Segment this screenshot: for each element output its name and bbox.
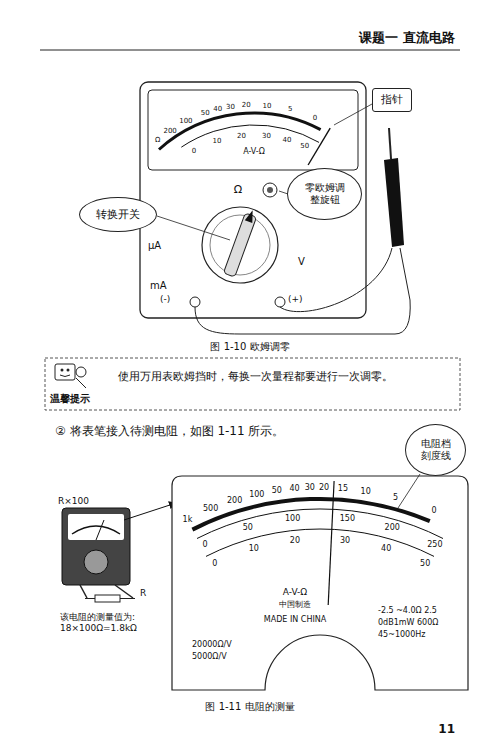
label-text: R×100 [58, 496, 89, 507]
label-text: 5000Ω/V [192, 652, 227, 662]
label-text: 0 [212, 559, 217, 569]
label-text: 50 [201, 109, 210, 117]
callout-text: 指针 [381, 93, 403, 107]
scale-panel [172, 474, 468, 690]
label-text: 中国制造 [279, 600, 311, 610]
label-text: 10 [263, 101, 272, 109]
label-text: 5 [393, 493, 398, 503]
label-text: 30 [226, 103, 235, 111]
label-text: 10 [212, 137, 221, 145]
label-text: 0 [432, 506, 437, 516]
label-text: 20 [290, 537, 300, 547]
label-text: 40 [283, 135, 292, 143]
label-text: 30 [305, 483, 315, 493]
multimeter-figure [140, 82, 410, 334]
callout-text: 转换开关 [96, 208, 140, 222]
label-text: 温馨提示 [50, 393, 90, 405]
label-text: ② 将表笔接入待测电阻，如图 1-11 所示。 [55, 424, 284, 438]
label-text: 20 [319, 483, 329, 493]
header-rule [40, 50, 460, 51]
label-text: 100 [249, 490, 264, 500]
label-text: 150 [340, 515, 355, 525]
callout-ellipse: 零欧姆调整旋钮 [287, 168, 362, 220]
label-text: 40 [213, 105, 222, 113]
label-text: 50 [420, 559, 430, 569]
label-text: 45~1000Hz [378, 630, 425, 640]
label-text: 11 [438, 722, 455, 736]
label-text: 0 [203, 540, 208, 550]
label-text: 使用万用表欧姆挡时，每换一次量程都要进行一次调零。 [118, 370, 393, 383]
label-text: V [298, 256, 305, 268]
label-text: 200 [385, 523, 400, 533]
label-text: 图 1-11 电阻的测量 [205, 701, 294, 713]
callout-text: 零欧姆调整旋钮 [304, 182, 346, 207]
label-text: 图 1-10 欧姆调零 [210, 341, 289, 353]
label-text: 50 [300, 142, 309, 150]
callout-ellipse: 转换开关 [79, 197, 157, 232]
label-text: MADE IN CHINA [264, 615, 326, 625]
label-text: 20000Ω/V [192, 640, 232, 650]
small-meter [62, 503, 176, 602]
label-text: 该电阻的测量值为: 18×100Ω=1.8kΩ [60, 612, 170, 634]
label-text: R [140, 588, 146, 599]
callout-box: 指针 [372, 88, 412, 112]
label-text: 10 [249, 545, 259, 555]
label-text: A-V-Ω [243, 147, 265, 157]
label-text: -2.5 ~4.0Ω 2.5 [378, 606, 437, 616]
label-text: 20 [237, 131, 246, 139]
label-text: 30 [262, 131, 271, 139]
label-text: Ω [155, 136, 160, 144]
label-text: 1k [183, 515, 193, 525]
label-text: 5 [288, 105, 292, 113]
label-text: μA [148, 240, 161, 252]
label-text: 40 [381, 545, 391, 555]
label-text: 100 [179, 117, 192, 125]
label-text: 15 [338, 484, 348, 494]
label-text: 100 [285, 515, 300, 525]
label-text: 200 [227, 496, 242, 506]
label-text: 20 [242, 101, 251, 109]
label-text: 200 [163, 126, 176, 134]
label-text: 500 [203, 504, 218, 514]
label-text: 0 [313, 114, 317, 122]
tip-box [45, 358, 460, 410]
label-text: 0dB1mW 600Ω [378, 618, 438, 628]
label-text: 250 [427, 540, 442, 550]
label-text: 课题一 直流电路 [359, 30, 455, 46]
label-text: mA [150, 280, 167, 292]
label-text: 50 [272, 486, 282, 496]
label-text: A-V-Ω [283, 587, 307, 598]
label-text: 50 [243, 523, 253, 533]
label-text: (-) [160, 294, 170, 305]
callout-ellipse: 电阻档刻度线 [405, 424, 466, 476]
label-text: Ω [234, 183, 242, 196]
callout-text: 电阻档刻度线 [420, 438, 452, 463]
label-text: 10 [361, 487, 371, 497]
label-text: 40 [289, 484, 299, 494]
label-text: (+) [288, 294, 303, 305]
label-text: 0 [192, 147, 196, 155]
label-text: 30 [340, 537, 350, 547]
